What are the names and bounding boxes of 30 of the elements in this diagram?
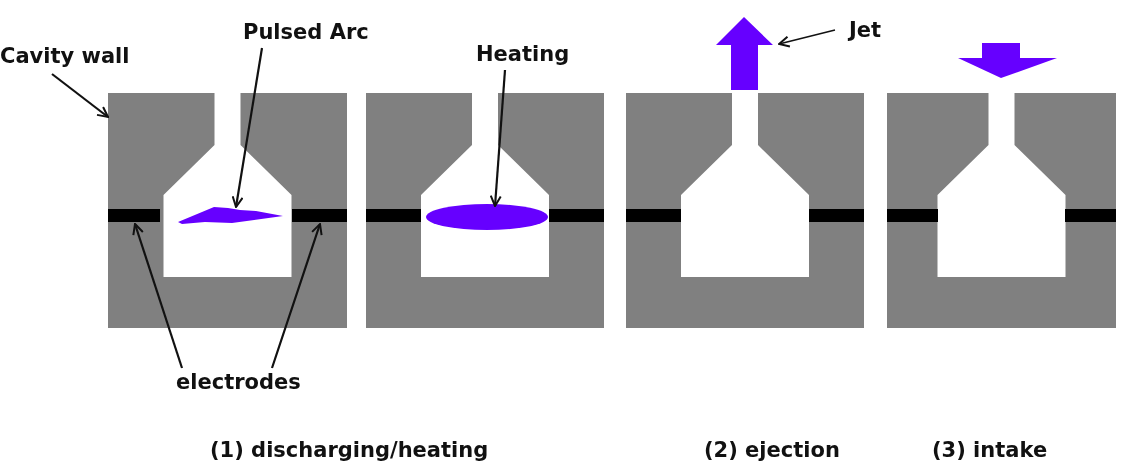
leader-arrow [51, 73, 109, 118]
electrode [549, 209, 604, 222]
electrode [626, 209, 681, 222]
cavity-wall [108, 93, 347, 328]
leader-arrow [489, 69, 507, 207]
leader-arrow [270, 223, 323, 369]
leader-arrow [132, 223, 184, 369]
heated-gas-ellipse [426, 204, 548, 230]
callout-label: electrodes [176, 370, 301, 396]
electrode [809, 209, 864, 222]
step-caption: (2) ejection [704, 438, 840, 464]
electrode [366, 209, 421, 222]
pulsed-arc [178, 207, 283, 224]
cavity-wall [626, 93, 864, 328]
callout-label: Heating [476, 42, 570, 68]
step-caption: (3) intake [932, 438, 1048, 464]
callout-label: Pulsed Arc [243, 20, 369, 46]
callout-label: Cavity wall [0, 44, 130, 70]
flow-arrow [716, 17, 773, 90]
electrode [292, 209, 347, 222]
leader-arrow [231, 47, 264, 208]
cavity-wall [366, 93, 604, 328]
callout-label: Jet [849, 18, 882, 44]
electrode [1065, 209, 1116, 222]
cavity-wall [887, 93, 1116, 328]
electrode [887, 209, 938, 222]
step-caption: (1) discharging/heating [210, 438, 489, 464]
flow-arrow [958, 43, 1057, 78]
electrode [108, 209, 160, 222]
leader-arrow [778, 29, 836, 48]
